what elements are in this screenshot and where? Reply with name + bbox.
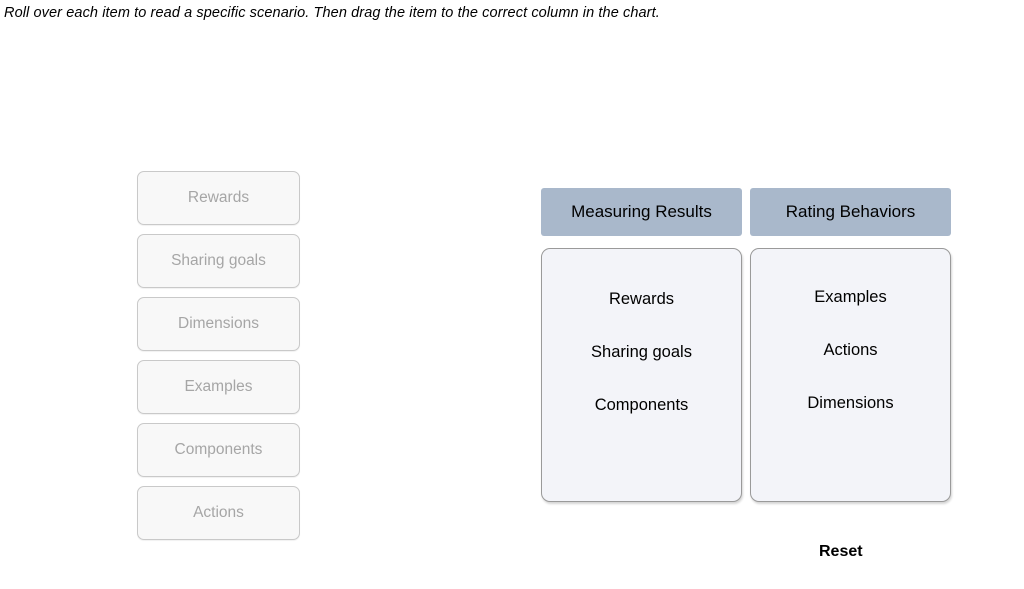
source-item-dimensions[interactable]: Dimensions [137, 297, 300, 351]
drop-item[interactable]: Examples [751, 271, 950, 324]
drop-item[interactable]: Dimensions [751, 377, 950, 430]
column-measuring-results: Measuring Results Rewards Sharing goals … [541, 188, 742, 502]
drop-item[interactable]: Actions [751, 324, 950, 377]
source-item-label: Rewards [187, 189, 250, 206]
source-item-rewards[interactable]: Rewards [137, 171, 300, 225]
source-item-label: Sharing goals [171, 252, 266, 269]
instruction-text: Roll over each item to read a specific s… [4, 5, 660, 21]
source-item-sharing-goals[interactable]: Sharing goals [137, 234, 300, 288]
column-header-rating-behaviors: Rating Behaviors [750, 188, 951, 236]
drop-item-label: Actions [823, 341, 878, 359]
source-item-examples[interactable]: Examples [137, 360, 300, 414]
source-item-label: Examples [184, 378, 253, 395]
dropzone-rating-behaviors[interactable]: Examples Actions Dimensions [750, 248, 951, 502]
drop-item[interactable]: Components [542, 379, 741, 432]
reset-button[interactable]: Reset [819, 543, 863, 560]
classification-chart: Measuring Results Rewards Sharing goals … [541, 188, 951, 502]
drop-item[interactable]: Rewards [542, 273, 741, 326]
drop-item-label: Rewards [608, 290, 675, 308]
source-item-actions[interactable]: Actions [137, 486, 300, 540]
drop-item-label: Dimensions [807, 394, 894, 412]
drop-item-label: Sharing goals [591, 343, 692, 361]
column-header-measuring-results: Measuring Results [541, 188, 742, 236]
drop-item[interactable]: Sharing goals [542, 326, 741, 379]
drop-item-label: Components [594, 396, 689, 414]
dropzone-measuring-results[interactable]: Rewards Sharing goals Components [541, 248, 742, 502]
source-item-label: Components [174, 441, 263, 458]
source-item-components[interactable]: Components [137, 423, 300, 477]
source-item-label: Actions [193, 504, 244, 521]
drop-item-label: Examples [814, 288, 887, 306]
source-item-label: Dimensions [178, 315, 259, 332]
source-item-list: Rewards Sharing goals Dimensions Example… [137, 171, 300, 549]
column-rating-behaviors: Rating Behaviors Examples Actions Dimens… [750, 188, 951, 502]
